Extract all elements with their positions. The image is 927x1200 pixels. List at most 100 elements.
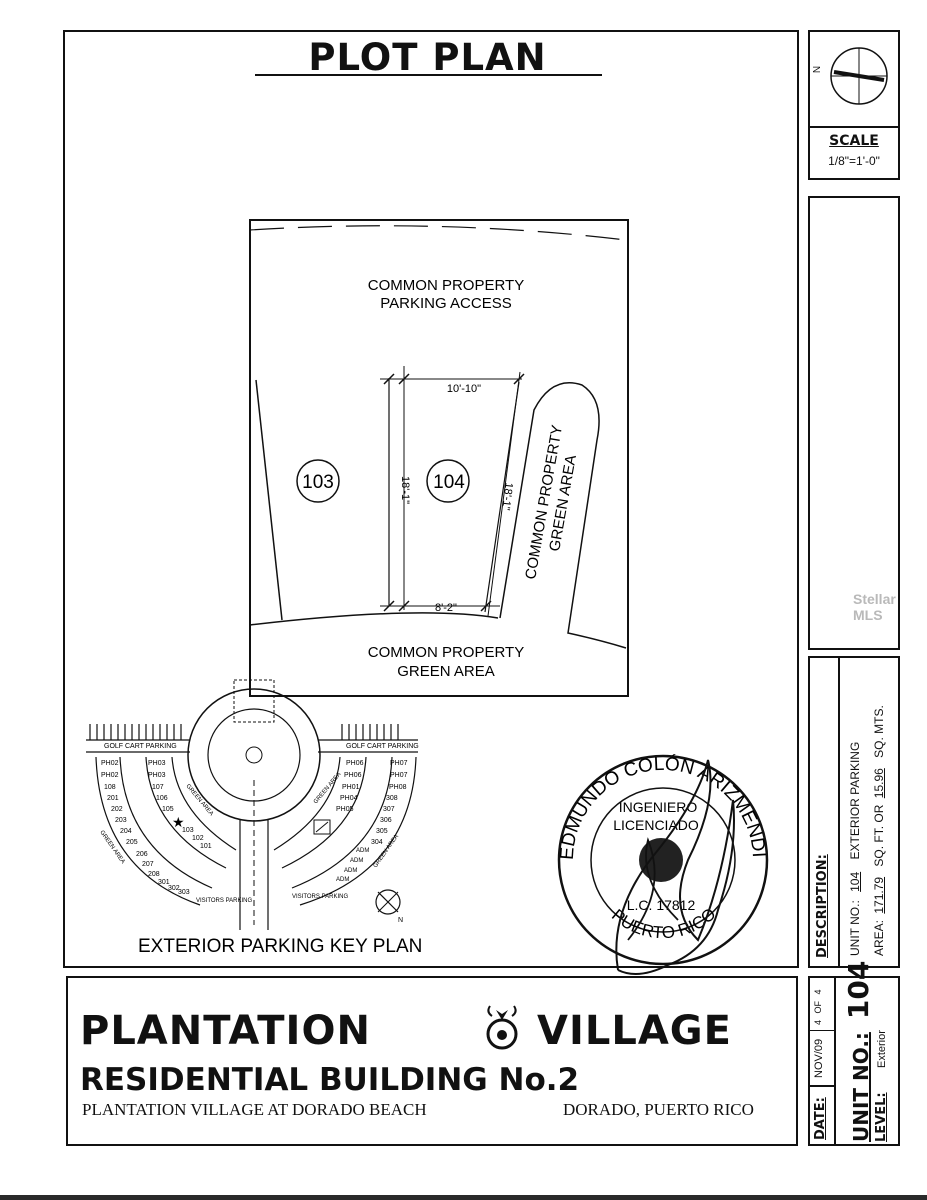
unit-label: UNIT NO.: 104	[842, 961, 875, 1142]
dim-left-label: 18'-1"	[399, 476, 411, 504]
sheet-no: 4	[813, 1019, 823, 1025]
rc2-2: PH08	[389, 784, 407, 791]
page-title: PLOT PLAN	[308, 36, 547, 79]
scale-box	[808, 30, 900, 180]
bottom-boundary	[249, 612, 499, 626]
description-area-line: AREA: 171.79 SQ. FT. OR 15.96 SQ. MTS.	[872, 705, 886, 956]
lc2-3: 106	[156, 795, 168, 802]
top-label-1: COMMON PROPERTY	[368, 277, 524, 294]
rc2-7: 304	[371, 839, 383, 846]
lb-5: 302	[168, 885, 180, 892]
stamp-title-1: INGENIERO	[619, 799, 698, 815]
left-col1-labels: PH02 PH02 108 201 202 203 204 205 206 20…	[101, 760, 154, 868]
top-boundary-arc	[249, 225, 627, 241]
bottom-label-1: COMMON PROPERTY	[368, 644, 524, 661]
lb-4: 301	[158, 879, 170, 886]
rc2-6: 305	[376, 828, 388, 835]
green-area-island	[499, 382, 627, 649]
north-arrow-icon	[830, 47, 888, 105]
lb-3: 208	[148, 871, 160, 878]
title-block	[66, 976, 798, 1146]
side-blank-box	[808, 196, 900, 650]
rb-2: ADM	[344, 868, 357, 874]
right-bottom-labels: ADM ADM ADM ADM	[336, 848, 369, 883]
rb-1: ADM	[350, 858, 363, 864]
scale-value: 1/8"=1'-0"	[828, 154, 880, 168]
scale-divider	[808, 126, 900, 128]
dim-top-label: 10'-10"	[447, 383, 481, 395]
area-sqft-or: SQ. FT. OR	[872, 804, 886, 867]
rc1-0: PH06	[346, 760, 364, 767]
brand-left: PLANTATION	[80, 1008, 371, 1054]
sheet-divider-3	[808, 1030, 836, 1031]
watermark: Stellar MLS	[853, 591, 896, 623]
unit-label-text: UNIT NO.:	[849, 1032, 873, 1142]
right-col2-labels: PH07 PH07 PH08 308 307 306 305 304	[371, 760, 408, 846]
golf-cart-right-label: GOLF CART PARKING	[346, 743, 419, 750]
lc1-9: 207	[142, 861, 154, 868]
description-heading: DESCRIPTION:	[815, 854, 830, 958]
roundabout-center	[245, 746, 263, 764]
rc1-1: PH06	[344, 772, 362, 779]
north-label: N	[812, 65, 824, 74]
rc2-3: 308	[386, 795, 398, 802]
rc2-5: 306	[380, 817, 392, 824]
roundabout-inner	[207, 708, 301, 802]
bottom-label-2: GREEN AREA	[397, 663, 495, 680]
unit-star-icon: ★	[172, 814, 185, 830]
lc1-7: 205	[126, 839, 138, 846]
brand-right: VILLAGE	[537, 1008, 732, 1054]
location-left: PLANTATION VILLAGE AT DORADO BEACH	[82, 1100, 427, 1119]
unit-line-number: 104	[848, 871, 862, 892]
rc2-1: PH07	[390, 772, 408, 779]
level-value: Exterior	[876, 1030, 888, 1068]
rc1-3: PH04	[340, 795, 358, 802]
area-sqft: 171.79	[872, 876, 886, 914]
lc1-3: 201	[107, 795, 119, 802]
lc1-4: 202	[111, 806, 123, 813]
key-plot-marker	[233, 679, 275, 723]
drawing-frame	[63, 30, 799, 968]
stamp-license: L.C. 17812	[627, 897, 696, 913]
lc1-0: PH02	[101, 760, 119, 767]
right-col1-labels: PH06 PH06 PH01 PH04 PH05	[336, 760, 364, 813]
description-unit-line: UNIT NO.: 104 EXTERIOR PARKING	[848, 742, 862, 956]
lb-6: 303	[178, 889, 190, 896]
lc2-1: PH03	[148, 772, 166, 779]
rc1-4: PH05	[336, 806, 354, 813]
plot-drawing: COMMON PROPERTY PARKING ACCESS COMMON PR…	[249, 219, 629, 697]
green-area-left-label: GREEN AREA	[184, 783, 214, 817]
unit-line-type: EXTERIOR PARKING	[848, 741, 862, 860]
visitors-parking-right: VISITORS PARKING	[292, 894, 348, 900]
lc1-6: 204	[120, 828, 132, 835]
level-label: LEVEL:	[874, 1092, 889, 1142]
engineer-stamp: EDMUNDO COLÓN ARIZMENDI PUERTO RICO INGE…	[557, 753, 769, 975]
area-prefix: AREA:	[872, 919, 886, 956]
location-right: DORADO, PUERTO RICO	[563, 1100, 754, 1119]
left-col2-labels: PH03 PH03 107 106 105	[148, 760, 174, 813]
key-north-label: N	[398, 917, 403, 924]
green-area-right-label: GREEN AREA	[313, 772, 343, 806]
sheet-of: OF	[813, 1000, 823, 1014]
sheet-total: 4	[813, 989, 823, 995]
lc2-0: PH03	[148, 760, 166, 767]
rb-0: ADM	[356, 848, 369, 854]
sheet-number: 4 OF 4	[813, 989, 823, 1025]
unit-label-value: 104	[842, 960, 875, 1020]
lc2-4: 105	[162, 806, 174, 813]
unit-104-label: 104	[433, 472, 465, 493]
visitors-parking-left: VISITORS PARKING	[196, 898, 252, 904]
key-plan: PH02 PH02 108 201 202 203 204 205 206 20…	[86, 679, 422, 957]
sheet-info-box	[808, 976, 900, 1146]
area-sqm-unit: SQ. MTS.	[872, 705, 886, 758]
golf-cart-left-label: GOLF CART PARKING	[104, 743, 177, 750]
lb-2: 101	[200, 843, 212, 850]
lb-1: 102	[192, 835, 204, 842]
area-sqm: 15.96	[872, 768, 886, 799]
plot-border	[249, 219, 629, 697]
lc2-2: 107	[152, 784, 164, 791]
dim-right-label: 18'-1"	[499, 482, 514, 511]
rc1-2: PH01	[342, 784, 360, 791]
top-label-2: PARKING ACCESS	[380, 295, 511, 312]
unit-line-prefix: UNIT NO.:	[848, 900, 862, 956]
